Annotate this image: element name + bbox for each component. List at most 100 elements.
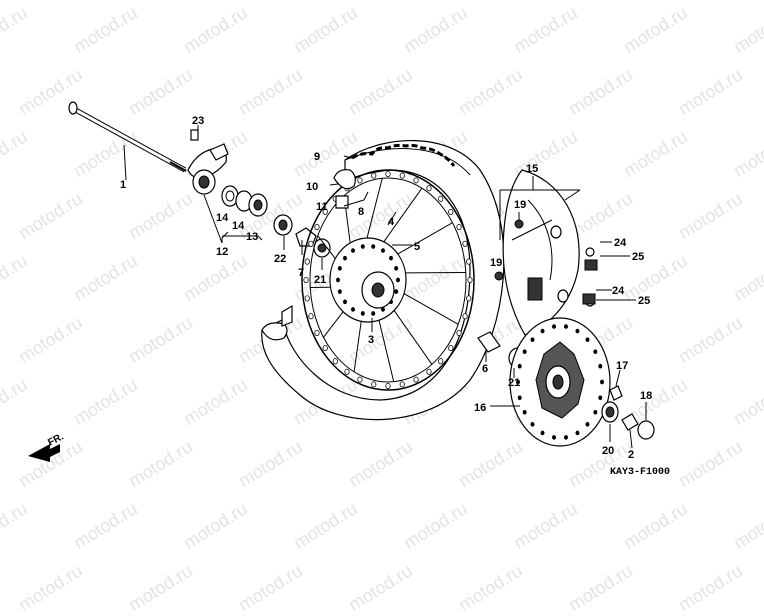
- callout-18: 18: [640, 390, 652, 402]
- hole: [385, 170, 391, 178]
- hole: [530, 337, 535, 342]
- hole: [395, 277, 400, 283]
- exploded-wheel-drawing: 1 2 3 4 5 6 7 8 9 10 11 12 13 14 14 15 1…: [28, 101, 670, 478]
- hole: [563, 324, 568, 329]
- hole: [394, 266, 399, 271]
- hole: [540, 328, 545, 334]
- shield-bolts: [494, 219, 598, 307]
- hole: [308, 313, 314, 320]
- tube-valve: [333, 169, 356, 209]
- hole: [426, 368, 432, 375]
- callout-3: 3: [368, 334, 374, 346]
- hole: [343, 299, 348, 305]
- callout-22: 22: [274, 253, 286, 265]
- callout-19a: 19: [514, 199, 526, 211]
- callout-15: 15: [526, 163, 538, 175]
- callout-20: 20: [602, 445, 614, 457]
- hole: [360, 311, 365, 316]
- hole: [380, 248, 385, 253]
- hole: [575, 430, 580, 436]
- hole: [314, 329, 320, 337]
- hole: [304, 258, 310, 265]
- brake-shield: [502, 169, 580, 336]
- hole: [530, 422, 535, 427]
- callout-9: 9: [314, 151, 320, 163]
- hole: [335, 277, 340, 283]
- callout-21b: 21: [508, 377, 520, 389]
- hub: [329, 237, 407, 323]
- hole: [522, 349, 527, 355]
- hole: [322, 208, 328, 215]
- hole: [385, 382, 391, 390]
- callout-4: 4: [388, 216, 395, 228]
- callout-13: 13: [246, 231, 258, 243]
- hole: [517, 363, 522, 369]
- right-side-parts: [601, 385, 655, 440]
- callout-25a: 25: [632, 251, 644, 263]
- leader-lines: [123, 125, 647, 449]
- callout-24b: 24: [612, 285, 625, 297]
- hole: [357, 177, 363, 184]
- hole: [303, 276, 309, 284]
- hole: [332, 358, 338, 365]
- callout-11: 11: [316, 201, 328, 213]
- callout-8: 8: [358, 206, 364, 218]
- hole: [600, 379, 605, 385]
- brake-disc: [509, 317, 611, 447]
- hole: [466, 295, 472, 302]
- hole: [552, 324, 557, 329]
- diagram-code: KAY3-F1000: [610, 467, 670, 478]
- hole: [399, 381, 405, 388]
- hole: [343, 255, 348, 261]
- callout-21a: 21: [314, 274, 326, 286]
- hole: [350, 248, 355, 253]
- hole: [598, 395, 603, 401]
- hole: [344, 368, 350, 375]
- hole: [371, 311, 376, 316]
- hole: [585, 422, 590, 427]
- callout-labels: 1 2 3 4 5 6 7 8 9 10 11 12 13 14 14 15 1…: [120, 115, 652, 461]
- callout-1: 1: [120, 179, 126, 191]
- hole: [399, 172, 405, 179]
- callout-5: 5: [414, 241, 420, 253]
- hole: [413, 376, 419, 383]
- callout-23: 23: [192, 115, 204, 127]
- hole: [598, 363, 603, 369]
- hole: [456, 329, 462, 337]
- hole: [360, 244, 365, 249]
- speedometer-gearbox: [187, 129, 229, 195]
- hole: [540, 430, 545, 436]
- callout-12: 12: [216, 246, 228, 258]
- hole: [522, 409, 527, 415]
- hole: [304, 295, 310, 302]
- front-label: FR.: [46, 431, 66, 448]
- hole: [394, 289, 399, 294]
- callout-6: 6: [482, 363, 488, 375]
- hole: [337, 289, 342, 294]
- callout-7: 7: [298, 267, 304, 279]
- callout-16: 16: [474, 402, 486, 414]
- hole: [552, 435, 557, 440]
- hole: [371, 381, 377, 388]
- hole: [413, 177, 419, 184]
- hole: [322, 345, 328, 352]
- hole: [462, 313, 468, 320]
- hole: [467, 276, 473, 284]
- callout-14b: 14: [232, 220, 245, 232]
- hole: [438, 358, 444, 365]
- front-arrow: [28, 444, 60, 462]
- callout-19b: 19: [490, 257, 502, 269]
- hole: [466, 258, 472, 265]
- hole: [456, 223, 462, 231]
- rim: [301, 169, 475, 391]
- hole: [448, 345, 454, 352]
- hole: [357, 376, 363, 383]
- callout-24a: 24: [614, 237, 627, 249]
- hole: [350, 307, 355, 312]
- left-seals: [221, 185, 331, 258]
- hole: [426, 185, 432, 192]
- hole: [575, 328, 580, 334]
- hole: [585, 337, 590, 342]
- hole: [593, 409, 598, 415]
